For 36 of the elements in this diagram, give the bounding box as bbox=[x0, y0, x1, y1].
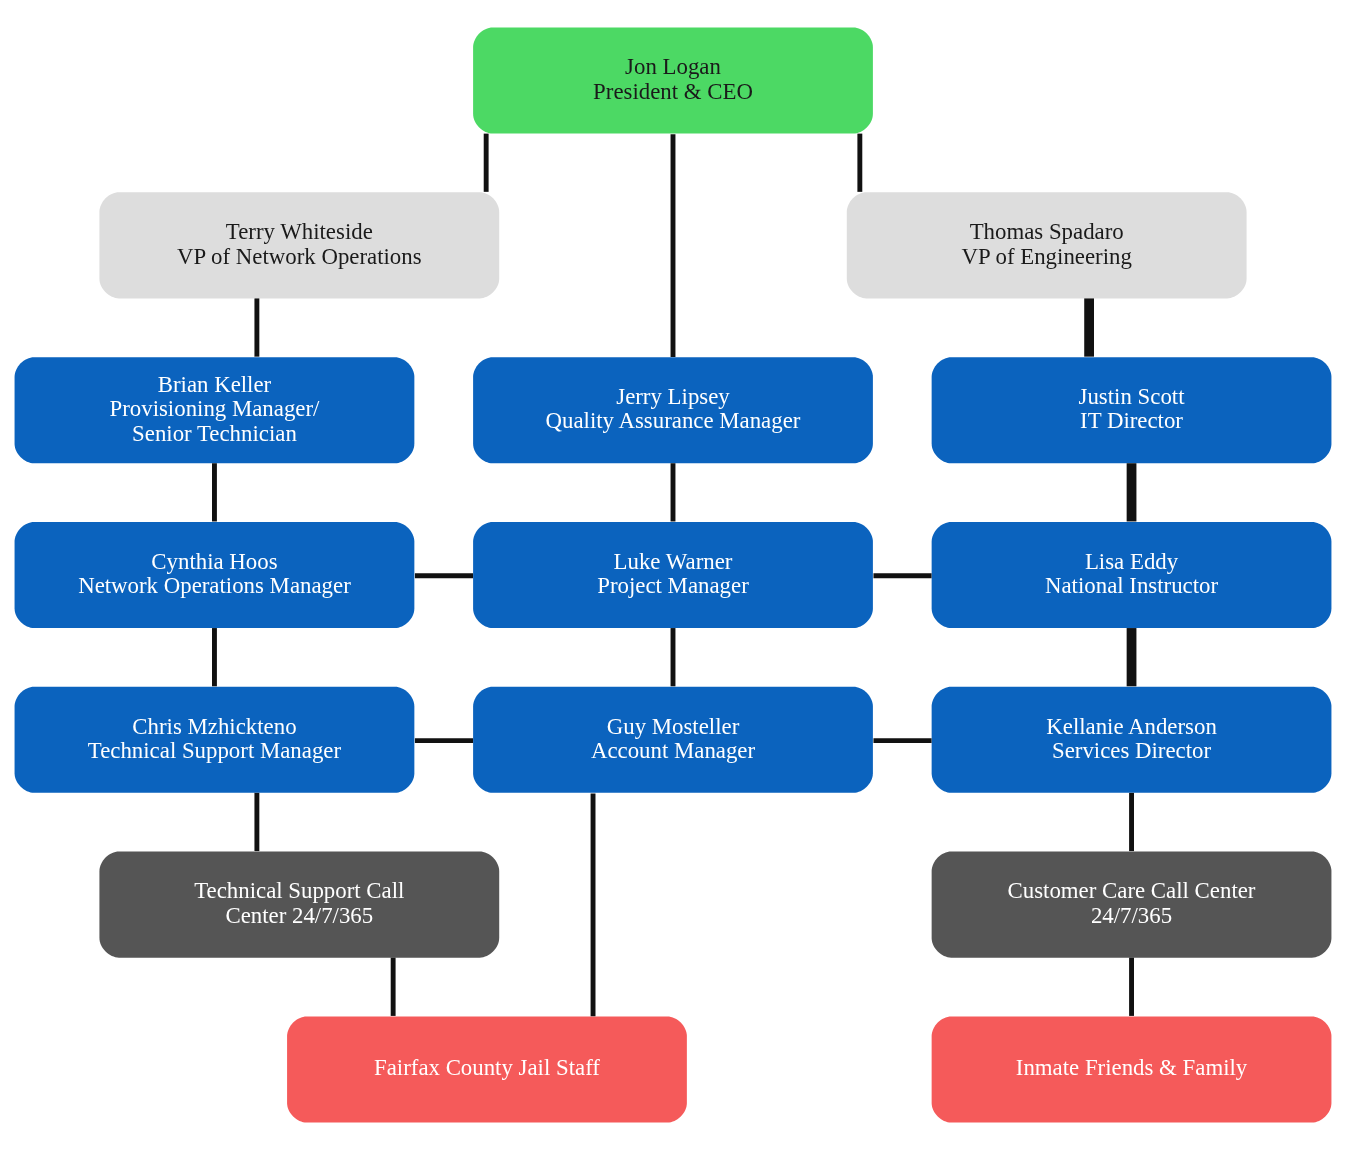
connector bbox=[414, 737, 473, 743]
node-box: Terry Whiteside VP of Network Operations bbox=[99, 191, 500, 298]
connector bbox=[483, 133, 489, 192]
connector bbox=[1129, 957, 1134, 1016]
node-box: Lisa Eddy National Instructor bbox=[931, 521, 1332, 628]
connector bbox=[873, 737, 932, 743]
connector bbox=[857, 133, 863, 192]
node-box: Justin Scott IT Director bbox=[931, 356, 1332, 463]
node-box: Fairfax County Jail Staff bbox=[287, 1015, 687, 1122]
connector bbox=[254, 297, 260, 357]
connector bbox=[212, 627, 217, 686]
connector bbox=[390, 957, 396, 1016]
connector bbox=[212, 462, 217, 521]
connector bbox=[873, 572, 932, 578]
connector bbox=[414, 572, 473, 578]
connector bbox=[1129, 792, 1134, 851]
node-box: Brian Keller Provisioning Manager/ Senior Technician bbox=[14, 356, 415, 463]
node-box: Chris Mzhickteno Technical Support Manager bbox=[14, 686, 415, 793]
connector bbox=[670, 627, 676, 686]
connector bbox=[590, 793, 596, 1016]
node-box: Jerry Lipsey Quality Assurance Manager bbox=[473, 356, 873, 463]
node-box: Guy Mosteller Account Manager bbox=[473, 686, 873, 793]
node-box: Technical Support Call Center 24/7/365 bbox=[99, 851, 500, 958]
connector bbox=[1126, 462, 1137, 521]
connector bbox=[670, 133, 676, 357]
connector bbox=[1126, 627, 1137, 686]
node-box: Jon Logan President & CEO bbox=[473, 27, 873, 134]
connector bbox=[254, 792, 260, 851]
connector bbox=[670, 462, 676, 521]
connector bbox=[1084, 297, 1094, 357]
node-box: Thomas Spadaro VP of Engineering bbox=[846, 191, 1247, 298]
node-box: Kellanie Anderson Services Director bbox=[931, 686, 1332, 793]
node-box: Inmate Friends & Family bbox=[931, 1015, 1332, 1122]
node-box: Luke Warner Project Manager bbox=[473, 521, 873, 628]
node-box: Customer Care Call Center 24/7/365 bbox=[931, 851, 1332, 958]
node-box: Cynthia Hoos Network Operations Manager bbox=[14, 521, 415, 628]
